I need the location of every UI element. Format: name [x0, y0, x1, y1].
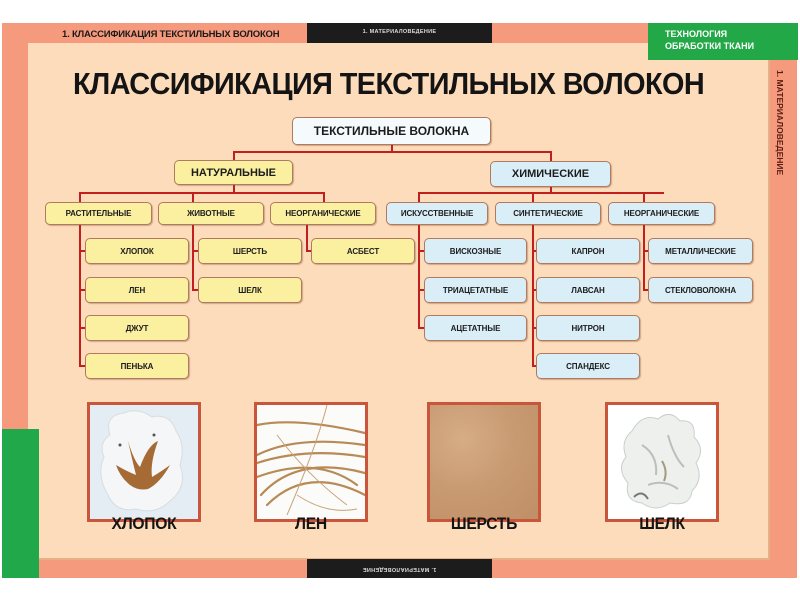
page-title: КЛАССИФИКАЦИЯ ТЕКСТИЛЬНЫХ ВОЛОКОН [73, 66, 705, 101]
wool-texture-image [427, 402, 541, 522]
photo-label-silk: ШЕЛК [639, 514, 685, 533]
leaf-silk: ШЕЛК [198, 277, 302, 303]
flax-fiber-image [254, 402, 368, 522]
leaf-flax: ЛЕН [85, 277, 189, 303]
leaf-triacetate: ТРИАЦЕТАТНЫЕ [424, 277, 527, 303]
leaf-nitron: НИТРОН [536, 315, 640, 341]
leaf-acetate: АЦЕТАТНЫЕ [424, 315, 527, 341]
side-label: 1. МАТЕРИАЛОВЕДЕНИЕ [769, 70, 789, 200]
poster-header-title: 1. КЛАССИФИКАЦИЯ ТЕКСТИЛЬНЫХ ВОЛОКОН [62, 29, 280, 40]
bottom-tab: 1. МАТЕРИАЛОВЕДЕНИЕ [307, 559, 492, 578]
leaf-jute: ДЖУТ [85, 315, 189, 341]
leaf-lavsan: ЛАВСАН [536, 277, 640, 303]
node-artificial: ИСКУССТВЕННЫЕ [386, 202, 488, 225]
section-tab: 1. МАТЕРИАЛОВЕДЕНИЕ [307, 23, 492, 43]
photo-label-wool: ШЕРСТЬ [450, 514, 518, 533]
node-chemical-inorganic: НЕОРГАНИЧЕСКИЕ [608, 202, 715, 225]
series-badge: ТЕХНОЛОГИЯ ОБРАБОТКИ ТКАНИ [648, 23, 798, 60]
node-plant: РАСТИТЕЛЬНЫЕ [45, 202, 152, 225]
node-chemical: ХИМИЧЕСКИЕ [490, 161, 611, 187]
silk-cocoon-image [605, 402, 719, 522]
node-animal: ЖИВОТНЫЕ [158, 202, 264, 225]
side-label-text: 1. МАТЕРИАЛОВЕДЕНИЕ [775, 70, 785, 176]
leaf-wool: ШЕРСТЬ [198, 238, 302, 264]
leaf-hemp: ПЕНЬКА [85, 353, 189, 379]
leaf-fiberglass: СТЕКЛОВОЛОКНА [648, 277, 753, 303]
photo-label-cotton: ХЛОПОК [111, 514, 177, 533]
leaf-spandex: СПАНДЕКС [536, 353, 640, 379]
leaf-kapron: КАПРОН [536, 238, 640, 264]
node-natural: НАТУРАЛЬНЫЕ [174, 160, 293, 185]
leaf-viscose: ВИСКОЗНЫЕ [424, 238, 527, 264]
series-badge-line2: ОБРАБОТКИ ТКАНИ [665, 41, 755, 51]
cotton-boll-image [87, 402, 201, 522]
leaf-cotton: ХЛОПОК [85, 238, 189, 264]
leaf-metallic: МЕТАЛЛИЧЕСКИЕ [648, 238, 753, 264]
leaf-asbestos: АСБЕСТ [311, 238, 415, 264]
series-badge-line1: ТЕХНОЛОГИЯ [665, 29, 728, 39]
node-root: ТЕКСТИЛЬНЫЕ ВОЛОКНА [292, 117, 491, 145]
green-side-strip [2, 429, 39, 578]
node-natural-inorganic: НЕОРГАНИЧЕСКИЕ [270, 202, 376, 225]
node-synthetic: СИНТЕТИЧЕСКИЕ [495, 202, 601, 225]
photo-label-flax: ЛЕН [295, 514, 327, 533]
